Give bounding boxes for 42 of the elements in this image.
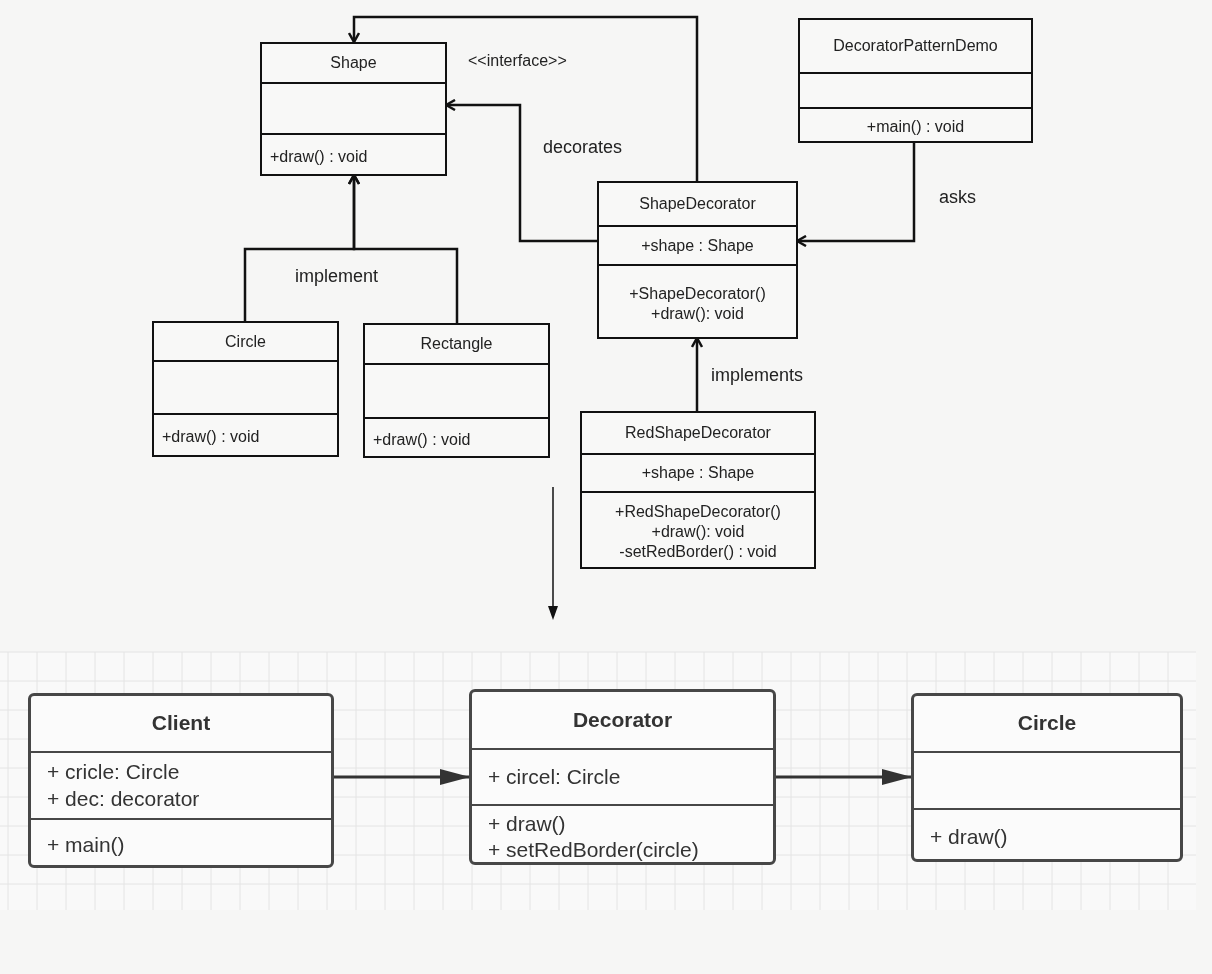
class-name: Circle xyxy=(225,331,266,352)
class-box xyxy=(28,693,334,868)
arrow xyxy=(775,769,912,785)
class-name: RedShapeDecorator xyxy=(625,423,771,443)
class-name: Decorator xyxy=(572,706,673,733)
class-box xyxy=(363,323,550,458)
method-text: +draw() : void xyxy=(270,146,368,167)
class-box xyxy=(260,42,447,176)
class-box xyxy=(580,411,816,569)
method-text: +ShapeDecorator() xyxy=(629,283,766,304)
attribute-text: + dec: decorator xyxy=(47,785,200,812)
method-text: + draw() xyxy=(930,824,1008,851)
arrow xyxy=(347,15,699,181)
class-box xyxy=(798,18,1033,143)
class-box xyxy=(152,321,339,457)
attribute-text: + circel: Circle xyxy=(488,763,621,790)
edge-label: implement xyxy=(293,266,381,287)
class-name: ShapeDecorator xyxy=(639,194,756,214)
attribute-text: +shape : Shape xyxy=(641,235,754,256)
class-name: Shape xyxy=(330,53,377,73)
class-name: Client xyxy=(151,710,211,737)
class-box xyxy=(469,689,776,865)
method-text: +draw(): void xyxy=(651,522,745,542)
class-name: Circle xyxy=(1017,710,1077,737)
edge-label: implements xyxy=(709,365,806,386)
class-name: Rectangle xyxy=(420,334,493,354)
method-text: +draw() : void xyxy=(373,429,471,450)
method-text: +draw(): void xyxy=(651,303,744,324)
attribute-text: +shape : Shape xyxy=(641,463,755,483)
class-name: DecoratorPatternDemo xyxy=(833,36,998,56)
class-box xyxy=(911,693,1183,862)
attribute-text: + cricle: Circle xyxy=(47,759,180,786)
class-box xyxy=(597,181,798,339)
method-text: + draw() xyxy=(488,810,566,837)
method-text: + setRedBorder(circle) xyxy=(488,837,699,863)
method-text: +RedShapeDecorator() xyxy=(615,502,781,522)
method-text: +draw() : void xyxy=(162,427,260,447)
method-text: +main() : void xyxy=(866,117,965,137)
method-text: + main() xyxy=(47,832,125,859)
arrow xyxy=(333,769,470,785)
stereotype-label: <<interface>> xyxy=(468,52,567,70)
method-text: -setRedBorder() : void xyxy=(619,542,777,562)
